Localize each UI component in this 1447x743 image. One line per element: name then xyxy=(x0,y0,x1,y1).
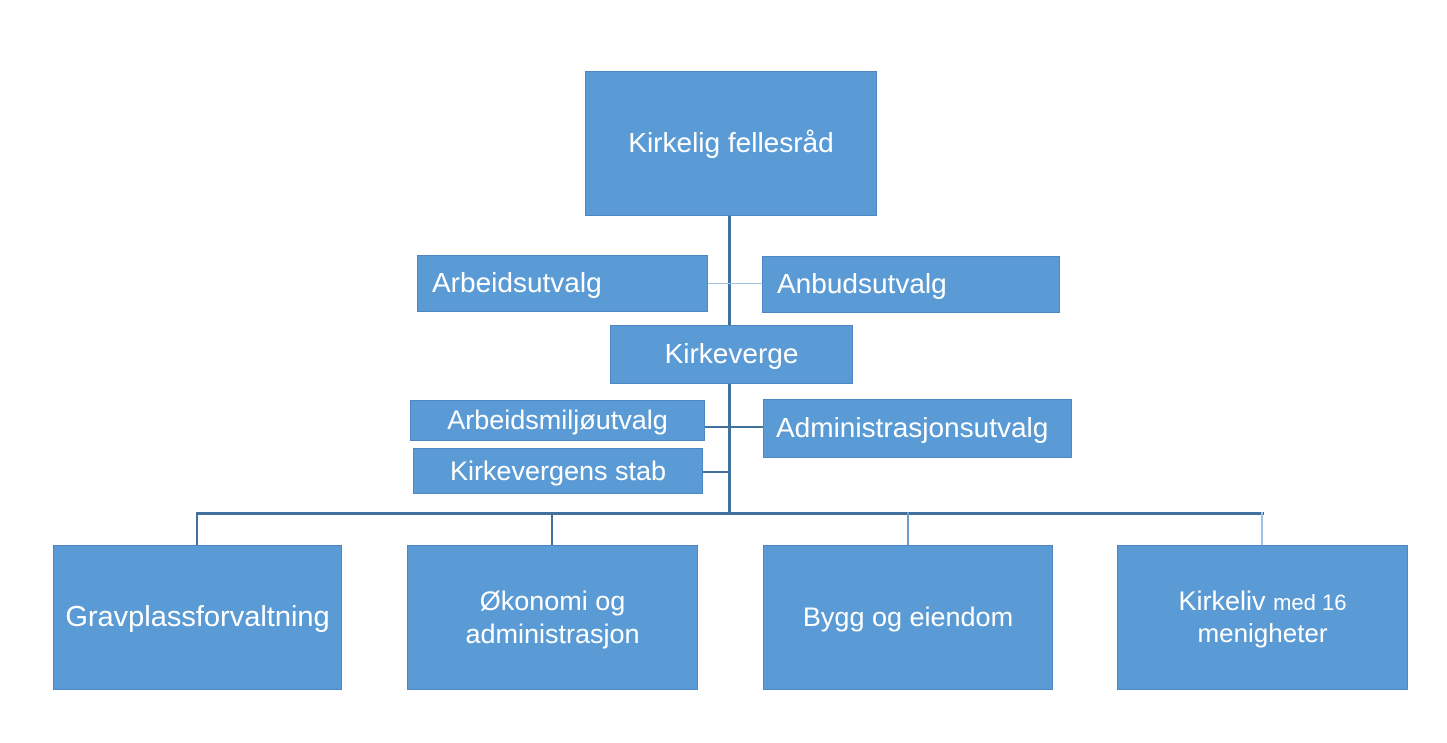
org-node-label: Økonomi og xyxy=(479,585,626,616)
org-node-label-line: Arbeidsutvalg xyxy=(432,266,602,300)
connector-drop-gravplassforvaltning xyxy=(196,512,198,545)
connector-drop-kirkeliv-med-16-menigheter xyxy=(1261,512,1263,545)
org-node-label-line: Arbeidsmiljøutvalg xyxy=(447,404,668,437)
org-node-label-line: Gravplassforvaltning xyxy=(65,600,329,635)
org-node-label: Bygg og eiendom xyxy=(802,602,1014,633)
org-node-label-line: Anbudsutvalg xyxy=(777,267,947,301)
org-node-arbeidsmiljoutvalg: Arbeidsmiljøutvalg xyxy=(410,400,705,441)
org-node-label: Arbeidsutvalg xyxy=(432,267,602,299)
org-node-label-line: Kirkelig fellesråd xyxy=(628,126,833,160)
org-node-label-line: Kirkevergens stab xyxy=(450,455,666,488)
connector-drop-bygg-og-eiendom xyxy=(907,512,909,545)
org-node-anbudsutvalg: Anbudsutvalg xyxy=(762,256,1060,313)
org-node-label: Anbudsutvalg xyxy=(777,268,947,300)
org-node-label: menigheter xyxy=(1197,618,1328,649)
org-node-label: Kirkeverge xyxy=(664,338,799,370)
org-node-label: Kirkelig fellesråd xyxy=(628,127,834,159)
org-node-bygg-og-eiendom: Bygg og eiendom xyxy=(763,545,1053,690)
org-node-label: administrasjon xyxy=(465,618,640,649)
org-node-label-line: menigheter xyxy=(1197,618,1327,650)
org-node-label: med 16 xyxy=(1273,590,1347,616)
connector-trunk xyxy=(196,512,1264,515)
org-node-label-line: administrasjon xyxy=(465,618,639,651)
org-node-label: Kirkeliv xyxy=(1178,586,1274,617)
org-node-kirkelig-fellesrad: Kirkelig fellesråd xyxy=(585,71,877,216)
connector-link-arbeidsutvalg-anbudsutvalg xyxy=(708,283,762,284)
org-node-label-line: Administrasjonsutvalg xyxy=(776,411,1048,445)
org-node-label: Gravplassforvaltning xyxy=(65,600,330,633)
org-node-label-line: Økonomi og xyxy=(480,585,626,618)
org-node-arbeidsutvalg: Arbeidsutvalg xyxy=(417,255,708,312)
connector-link-arbeidsmiljoutvalg-administrasjonsutvalg xyxy=(705,426,763,428)
connector-drop-okonomi-og-administrasjon xyxy=(551,512,553,545)
org-node-gravplassforvaltning: Gravplassforvaltning xyxy=(53,545,342,690)
org-node-label-line: Bygg og eiendom xyxy=(803,601,1013,634)
org-node-label-line: Kirkeverge xyxy=(665,337,799,371)
org-node-kirkevergens-stab: Kirkevergens stab xyxy=(413,448,703,494)
org-node-kirkeverge: Kirkeverge xyxy=(610,325,853,384)
org-node-administrasjonsutvalg: Administrasjonsutvalg xyxy=(763,399,1072,458)
org-node-label-line: Kirkeliv med 16 xyxy=(1179,585,1347,618)
org-node-label: Arbeidsmiljøutvalg xyxy=(447,405,668,436)
org-node-label: Administrasjonsutvalg xyxy=(776,412,1049,444)
connector-link-kirkevergens-stab xyxy=(703,471,730,473)
org-node-label: Kirkevergens stab xyxy=(449,455,667,486)
